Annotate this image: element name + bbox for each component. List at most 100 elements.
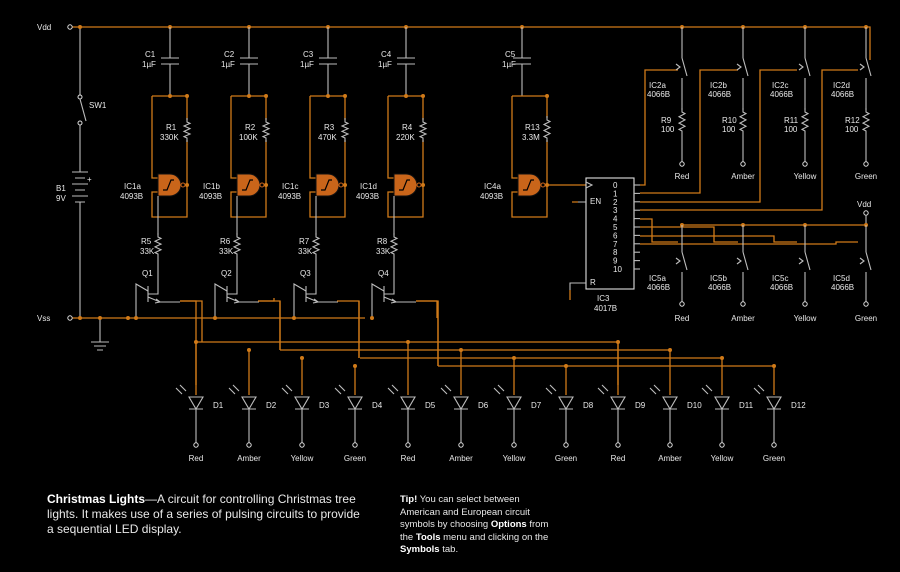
switch-ic5a xyxy=(675,225,688,302)
resistor-r11 xyxy=(800,108,810,135)
led-color-label: Green xyxy=(763,454,785,463)
junction-dot xyxy=(772,364,776,368)
led-name: D4 xyxy=(372,401,383,410)
junction-dot xyxy=(459,348,463,352)
transistor-q1 xyxy=(135,258,180,318)
transistor-q4 xyxy=(371,258,416,318)
output-terminal xyxy=(802,301,808,307)
counter-type: 4017B xyxy=(594,304,617,313)
junction-dot xyxy=(194,340,198,344)
switch-type: 4066B xyxy=(708,90,731,99)
junction-dot xyxy=(343,94,347,98)
capacitor-c2 xyxy=(240,27,258,96)
gate-name: IC1b xyxy=(203,182,220,191)
tip-options: Options xyxy=(490,519,527,530)
led-name: D6 xyxy=(478,401,489,410)
junction-dot xyxy=(247,94,251,98)
cap-name: C1 xyxy=(145,50,156,59)
tip-text-4: tab. xyxy=(439,544,459,555)
battery-b1 xyxy=(72,170,88,215)
capacitor-c3 xyxy=(319,27,337,96)
led-terminal xyxy=(771,442,777,448)
junction-dot xyxy=(720,356,724,360)
res-value: 330K xyxy=(160,133,179,142)
led-color-label: Red xyxy=(611,454,626,463)
light-rays-icon xyxy=(493,384,505,395)
junction-dot xyxy=(213,316,217,320)
counter-pin-label: 5 xyxy=(613,223,618,232)
counter-pin-label: 10 xyxy=(613,265,622,274)
junction-dot xyxy=(98,316,102,320)
res-value: 220K xyxy=(396,133,415,142)
resistor-r4 xyxy=(418,118,428,142)
tip: Tip! You can select between American and… xyxy=(400,494,560,557)
led-terminal xyxy=(193,442,199,448)
light-rays-icon xyxy=(440,384,452,395)
led-d10 xyxy=(649,384,678,443)
caption-text: —A circuit for controlling Christmas tre… xyxy=(47,492,360,536)
output-terminal xyxy=(740,301,746,307)
cap-name: C3 xyxy=(303,50,314,59)
led-name: D2 xyxy=(266,401,277,410)
junction-dot xyxy=(421,94,425,98)
cap-name: C5 xyxy=(505,50,516,59)
led-terminal xyxy=(667,442,673,448)
led-d9 xyxy=(597,384,626,443)
capacitor-c1 xyxy=(161,27,179,96)
transistor-name: Q1 xyxy=(142,269,153,278)
light-rays-icon xyxy=(334,384,346,395)
tip-text-2: from the xyxy=(400,519,549,543)
cap-value: 1µF xyxy=(221,60,235,69)
resistor-r3 xyxy=(340,118,350,142)
switch-name: IC2d xyxy=(833,81,850,90)
counter-pin-label: 1 xyxy=(613,189,618,198)
light-rays-icon xyxy=(175,384,187,395)
gate-type: 4093B xyxy=(480,192,503,201)
led-d7 xyxy=(493,384,522,443)
gate-ic1c xyxy=(315,173,344,197)
vdd2-terminal xyxy=(863,210,869,216)
led-color-label: Red xyxy=(401,454,416,463)
caption: Christmas Lights—A circuit for controlli… xyxy=(47,492,367,537)
led-name: D12 xyxy=(791,401,806,410)
counter-pin-label: 2 xyxy=(613,198,618,207)
switch-ic5b xyxy=(736,225,749,302)
junction-dot xyxy=(668,348,672,352)
switch-ic2b xyxy=(736,27,749,110)
counter-pin-label: 7 xyxy=(613,240,618,249)
res-value: 100K xyxy=(239,133,258,142)
counter-name: IC3 xyxy=(597,294,610,303)
output-terminal xyxy=(679,301,685,307)
gate-ic1d xyxy=(393,173,422,197)
light-rays-icon xyxy=(281,384,293,395)
gate-ic1a xyxy=(157,173,186,197)
switch-name: IC2a xyxy=(649,81,666,90)
junction-dot xyxy=(185,94,189,98)
led-terminal xyxy=(615,442,621,448)
resistor-r7 xyxy=(311,233,321,258)
junction-dot xyxy=(126,316,130,320)
switch-ic5d xyxy=(859,225,872,302)
wiring xyxy=(70,26,871,351)
battery-plus: + xyxy=(87,175,92,184)
cap-value: 1µF xyxy=(378,60,392,69)
output-terminal xyxy=(863,301,869,307)
res-value: 33K xyxy=(219,247,234,256)
resistor-r5 xyxy=(153,233,163,258)
res-name: R12 xyxy=(845,116,860,125)
battery-name: B1 xyxy=(56,184,66,193)
res-name: R3 xyxy=(324,123,335,132)
cap-name: C4 xyxy=(381,50,392,59)
led-name: D11 xyxy=(739,401,754,410)
res-value: 33K xyxy=(298,247,313,256)
junction-dot xyxy=(292,316,296,320)
junction-dot xyxy=(264,94,268,98)
tip-text-1: You can select between American and Euro… xyxy=(400,494,530,530)
led-color-label: Red xyxy=(189,454,204,463)
switch-name: IC2c xyxy=(772,81,788,90)
led-d6 xyxy=(440,384,469,443)
switch-name: IC5c xyxy=(772,274,788,283)
switch-ic2a xyxy=(675,27,688,110)
junction-dot xyxy=(247,348,251,352)
